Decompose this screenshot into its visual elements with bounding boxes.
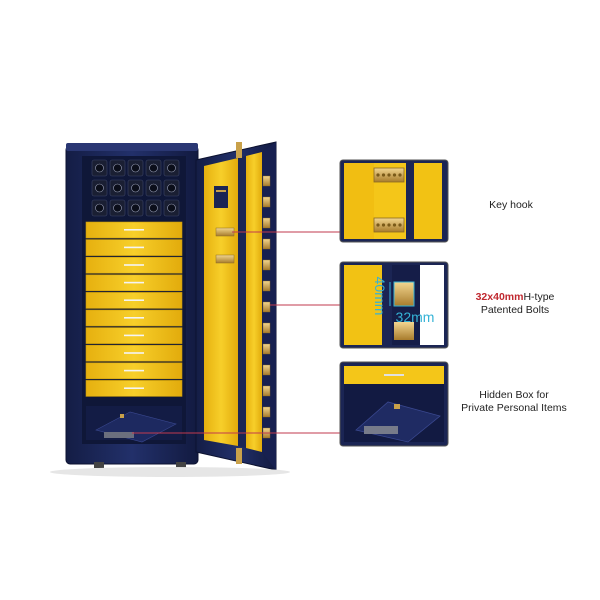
- drawer: [85, 309, 183, 327]
- watch-winder-icon: [109, 159, 126, 177]
- hidden-box-lock: [120, 414, 124, 418]
- watch-winder-icon: [127, 159, 144, 177]
- drawer: [85, 362, 183, 380]
- watch-winder-icon: [127, 179, 144, 197]
- key-hook-pins: [376, 173, 402, 227]
- floor-shadow: [50, 467, 290, 477]
- watch-winder-icon: [91, 179, 108, 197]
- bolt-dim-width: 32mm: [396, 309, 435, 325]
- drawer: [85, 221, 183, 239]
- drawer-stack: [85, 221, 183, 397]
- drawer: [85, 256, 183, 274]
- bolt-icon: [262, 406, 271, 418]
- callout-lines: [132, 231, 340, 434]
- bolt-icon: [262, 280, 271, 292]
- bolt-description: Patented Bolts: [480, 304, 550, 316]
- bolt-icon: [262, 385, 271, 397]
- bolt-icon: [262, 238, 271, 250]
- watch-winder-icon: [109, 179, 126, 197]
- watch-winder-icon: [109, 199, 126, 217]
- bolt-size: 32x40mm: [475, 291, 524, 303]
- watch-winder-icon: [145, 159, 162, 177]
- door-hinge-bottom: [236, 448, 242, 464]
- bolt-icon: [393, 281, 415, 340]
- label-key-hook: Key hook: [489, 199, 533, 211]
- bolt-icon: [262, 259, 271, 271]
- cabinet-foot-right: [176, 462, 186, 468]
- drawer: [85, 239, 183, 256]
- drawer: [85, 274, 183, 292]
- watch-winder-icon: [163, 159, 180, 177]
- bolt-icon: [262, 343, 271, 355]
- watch-winder-icon: [163, 199, 180, 217]
- detail-box-bolts: 40mm 32mm: [339, 261, 449, 349]
- watch-winder-icon: [127, 199, 144, 217]
- door-hinge-top: [236, 142, 242, 158]
- detail-box-key-hook: [339, 159, 449, 243]
- bolt-icon: [262, 196, 271, 208]
- watch-winder-icon: [145, 179, 162, 197]
- hidden-box-line1: Hidden Box for: [479, 389, 549, 401]
- watch-winder-grid: [91, 159, 180, 217]
- detail-box-hidden-box: [339, 361, 449, 447]
- bolt-type: H-type: [523, 291, 555, 303]
- watch-winder-icon: [91, 159, 108, 177]
- drawer: [85, 344, 183, 362]
- drawer: [85, 327, 183, 344]
- hidden-box-line2: Private Personal Items: [461, 402, 567, 414]
- bolt-icon: [262, 175, 271, 187]
- door-right-panel: [246, 152, 262, 452]
- watch-winder-icon: [145, 199, 162, 217]
- label-hidden-box: Hidden Box for Private Personal Items: [452, 389, 576, 415]
- door-spec-plate-line: [216, 190, 226, 192]
- bolt-column: [262, 175, 271, 439]
- watch-winder-icon: [163, 179, 180, 197]
- bolt-icon: [262, 322, 271, 334]
- cabinet-foot-left: [94, 462, 104, 468]
- safe-door: [195, 141, 277, 471]
- cabinet-top: [66, 143, 198, 151]
- drawer: [85, 292, 183, 309]
- bolt-icon: [262, 217, 271, 229]
- watch-winder-icon: [91, 199, 108, 217]
- door-center-strip: [238, 156, 246, 448]
- hidden-box-tray: [104, 432, 134, 438]
- label-bolts: 32x40mmH-type Patented Bolts: [460, 291, 570, 317]
- bolt-icon: [262, 364, 271, 376]
- safe-body: [65, 143, 199, 468]
- bolt-icon: [262, 301, 271, 313]
- bolt-dim-height: 40mm: [372, 277, 388, 316]
- drawer: [85, 380, 183, 397]
- door-spec-plate: [214, 186, 228, 208]
